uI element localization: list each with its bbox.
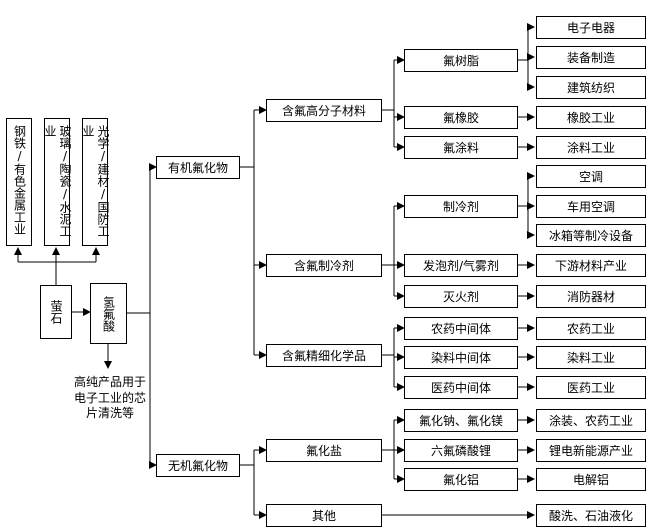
aluminum-fluoride-box: 氟化铝 [404,468,518,491]
app-rubber-industry-box: 橡胶工业 [536,106,646,129]
industry-optics-label: 光学/建材/国防工业 [81,125,110,237]
lithium-hexafluorophosphate-box: 六氟磷酸锂 [404,439,518,462]
refrigerant-box: 制冷剂 [404,195,518,218]
fluoride-salt-box: 氟化盐 [266,439,382,462]
fluoro-refrigerant-box: 含氟制冷剂 [266,254,382,277]
fluorite-box: 萤石 [40,285,72,339]
app-car-ac-box: 车用空调 [536,195,646,218]
fluoropolymer-box: 含氟高分子材料 [266,99,382,122]
app-pickling-box: 酸洗、石油液化 [536,504,646,527]
app-pesticide-industry-box: 农药工业 [536,317,646,340]
app-electronics-box: 电子电器 [536,16,646,39]
other-box: 其他 [266,504,382,527]
app-medicine-industry-box: 医药工业 [536,376,646,399]
fluorite-label: 萤石 [49,300,63,324]
organic-fluoride-box: 有机氟化物 [156,156,240,179]
app-electrolytic-aluminum-box: 电解铝 [536,468,646,491]
app-lithium-battery-box: 锂电新能源产业 [536,439,646,462]
foaming-agent-box: 发泡剂/气雾剂 [404,254,518,277]
medicine-intermediate-box: 医药中间体 [404,376,518,399]
hydrofluoric-acid-label: 氢氟酸 [101,295,116,332]
app-equipment-box: 装备制造 [536,46,646,69]
pesticide-intermediate-box: 农药中间体 [404,317,518,340]
industry-steel-label: 钢铁/有色金属工业 [12,125,27,235]
app-fridge-box: 冰箱等制冷设备 [536,224,646,247]
fluorocoating-box: 氟涂料 [404,136,518,159]
app-downstream-box: 下游材料产业 [536,254,646,277]
hydrofluoric-acid-box: 氢氟酸 [90,283,127,344]
industry-steel-box: 钢铁/有色金属工业 [6,118,32,246]
app-dye-industry-box: 染料工业 [536,346,646,369]
fluoro-fine-chemicals-box: 含氟精细化学品 [266,344,382,367]
dye-intermediate-box: 染料中间体 [404,346,518,369]
industry-glass-box: 玻璃/陶瓷/水泥工业 [43,118,72,246]
app-construction-box: 建筑纺织 [536,76,646,99]
fluororubber-box: 氟橡胶 [404,106,518,129]
fluororesin-box: 氟树脂 [404,49,518,72]
industry-optics-box: 光学/建材/国防工业 [81,118,110,246]
app-coating-industry-box: 涂料工业 [536,136,646,159]
industry-glass-label: 玻璃/陶瓷/水泥工业 [43,125,72,237]
app-fire-equipment-box: 消防器材 [536,285,646,308]
inorganic-fluoride-box: 无机氟化物 [156,454,240,477]
extinguishing-agent-box: 灭火剂 [404,285,518,308]
app-air-conditioning-box: 空调 [536,165,646,188]
acid-note: 高纯产品用于 电子工业的芯 片清洗等 [73,375,146,421]
sodium-magnesium-fluoride-box: 氟化钠、氟化镁 [404,409,518,432]
app-painting-box: 涂装、农药工业 [536,409,646,432]
